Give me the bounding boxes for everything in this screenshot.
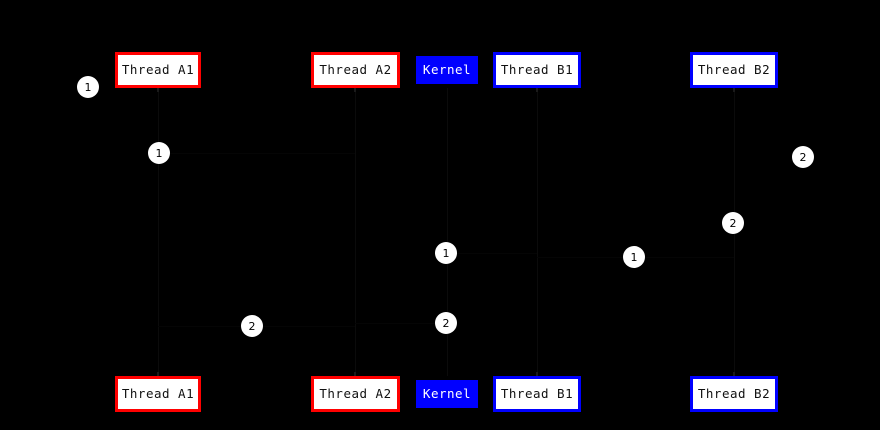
- lane-footer-thread-a2[interactable]: Thread A2: [311, 376, 400, 412]
- step-badge-number: 2: [442, 316, 450, 330]
- lane-footer-thread-a2-label: Thread A2: [319, 385, 392, 401]
- step-badge-number: 2: [729, 216, 737, 230]
- step-badge-number: 1: [630, 250, 638, 264]
- lane-footer-kernel[interactable]: Kernel: [416, 380, 478, 408]
- step-badge-number: 1: [155, 146, 163, 160]
- step-badge: 2: [723, 213, 743, 233]
- step-badge: 1: [436, 243, 456, 263]
- lane-footer-thread-a1[interactable]: Thread A1: [115, 376, 201, 412]
- lane-header-thread-a1[interactable]: Thread A1: [115, 52, 201, 88]
- step-badge: 1: [78, 77, 98, 97]
- step-badge: 2: [793, 147, 813, 167]
- lane-footer-thread-b2[interactable]: Thread B2: [690, 376, 778, 412]
- step-badge: 2: [242, 316, 262, 336]
- lane-footer-thread-a1-label: Thread A1: [121, 385, 195, 401]
- lane-footer-thread-b1[interactable]: Thread B1: [493, 376, 581, 412]
- step-badge-number: 1: [442, 246, 450, 260]
- step-badge-number: 1: [84, 80, 92, 94]
- lifeline-thread-a2: [355, 88, 356, 376]
- lane-footer-kernel-label: Kernel: [422, 385, 472, 401]
- lane-header-kernel-label: Kernel: [422, 61, 472, 77]
- lifeline-stub-b1-bottom: [536, 372, 538, 376]
- step-badge: 1: [149, 143, 169, 163]
- lane-header-thread-b2-label: Thread B2: [697, 61, 771, 77]
- lifeline-stub-b2-top: [733, 88, 735, 92]
- lane-header-thread-a1-label: Thread A1: [121, 61, 195, 77]
- message-arrow-5: [355, 323, 447, 324]
- lifeline-stub-a2-bottom: [354, 372, 356, 376]
- lifeline-thread-a1: [158, 88, 159, 376]
- step-badge-number: 2: [799, 150, 807, 164]
- step-badge-number: 2: [248, 319, 256, 333]
- lane-header-thread-b1[interactable]: Thread B1: [493, 52, 581, 88]
- lane-header-thread-b2[interactable]: Thread B2: [690, 52, 778, 88]
- lifeline-stub-a2-top: [354, 88, 356, 92]
- lifeline-stub-b1-top: [536, 88, 538, 92]
- lane-header-kernel[interactable]: Kernel: [416, 56, 478, 84]
- lane-footer-thread-b1-label: Thread B1: [500, 385, 574, 401]
- lifeline-stub-b2-bottom: [733, 372, 735, 376]
- lane-footer-thread-b2-label: Thread B2: [697, 385, 771, 401]
- lifeline-thread-b1: [537, 88, 538, 376]
- lane-header-thread-a2-label: Thread A2: [319, 61, 392, 77]
- message-arrow-1: [158, 153, 355, 154]
- lane-header-thread-b1-label: Thread B1: [500, 61, 574, 77]
- lifeline-kernel: [447, 88, 448, 376]
- step-badge: 1: [624, 247, 644, 267]
- message-arrow-2: [447, 253, 537, 254]
- lane-header-thread-a2[interactable]: Thread A2: [311, 52, 400, 88]
- lifeline-stub-a1-top: [157, 88, 159, 92]
- step-badge: 2: [436, 313, 456, 333]
- lifeline-stub-a1-bottom: [157, 372, 159, 376]
